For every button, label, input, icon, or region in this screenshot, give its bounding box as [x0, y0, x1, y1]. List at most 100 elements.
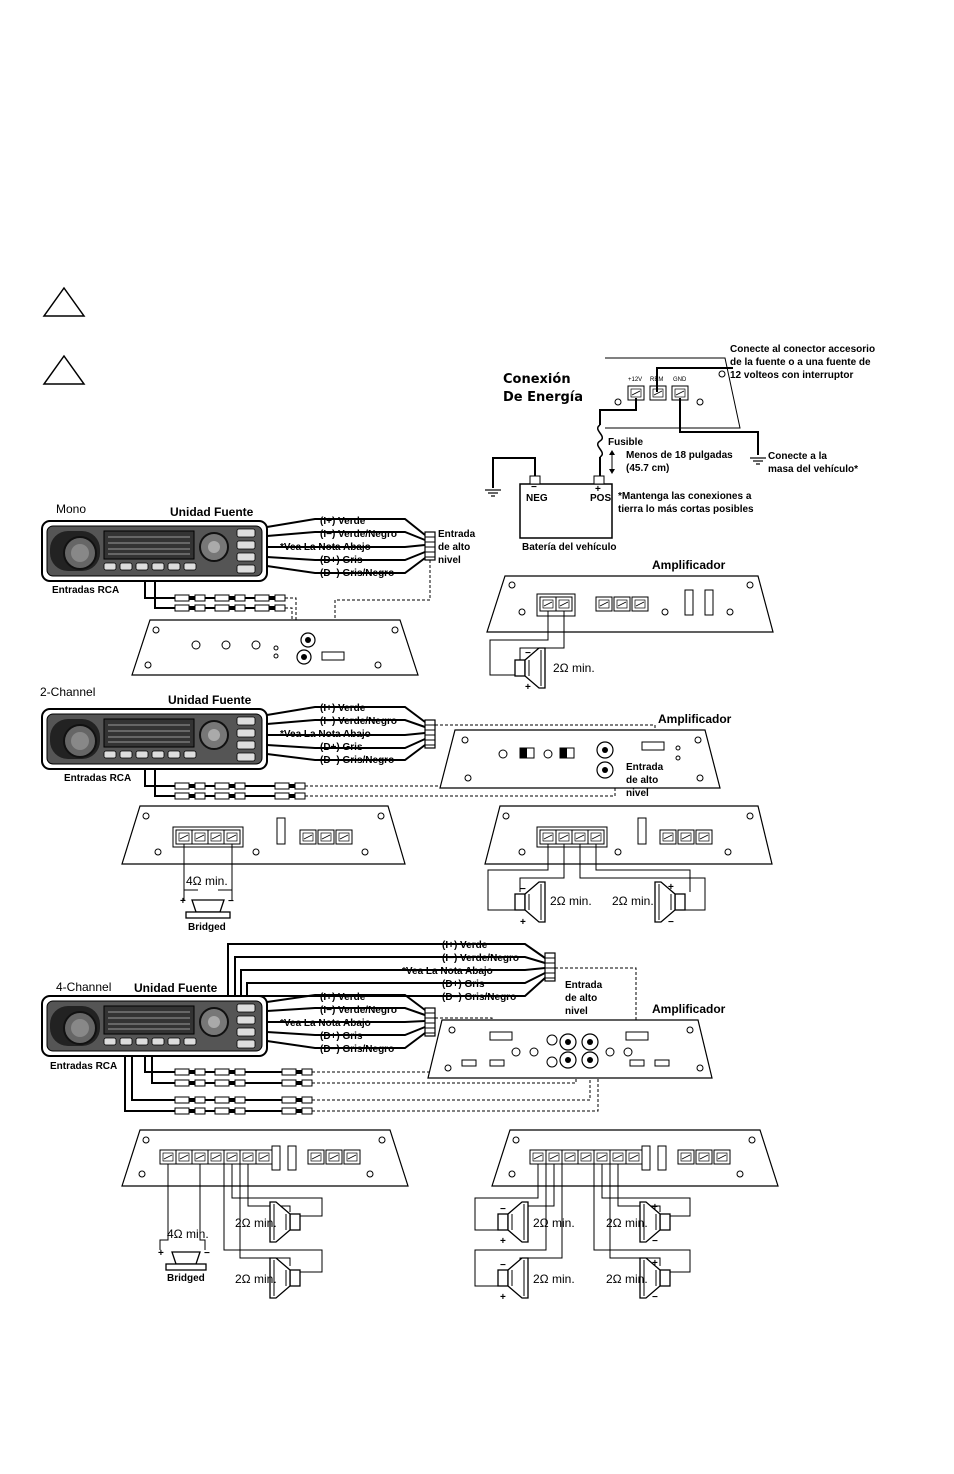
wire-d-plus: (D+) Gris: [442, 979, 485, 990]
speaker-plus: +: [668, 882, 674, 893]
battery-minus-sign: −: [531, 482, 537, 493]
battery-plus-sign: +: [595, 484, 601, 495]
wire-d-minus: (D−) Gris/Negro: [320, 755, 394, 766]
speaker-plus: +: [500, 1292, 506, 1303]
rem-note-line1: Conecte al conector accesorio: [730, 344, 875, 355]
high-level-input-line1: Entrada: [438, 529, 476, 540]
amplifier-label: Amplificador: [652, 1002, 726, 1016]
impedance-label: 2Ω min.: [235, 1272, 277, 1286]
ground-note-line1: *Mantenga las conexiones a: [618, 491, 752, 502]
ground-note-line2: tierra lo más cortas posibles: [618, 504, 754, 515]
speaker-plus: +: [500, 1236, 506, 1247]
rca-label: Entradas RCA: [50, 1061, 117, 1072]
head-unit-image: [41, 520, 268, 582]
high-level-input-line2: de alto: [626, 775, 658, 786]
terminal-gnd-label: GND: [673, 377, 687, 383]
head-unit-image: [41, 708, 268, 770]
battery-pos-label: POS: [590, 493, 611, 504]
power-title-line1: Conexión: [503, 372, 571, 387]
wire-l-plus: (I+) Verde: [320, 703, 366, 714]
bridged-speaker-icon: [185, 899, 231, 919]
impedance-label: 2Ω min.: [612, 894, 654, 908]
fuse-label: Fusible: [608, 437, 643, 448]
wire-d-minus: (D−) Gris/Negro: [320, 1044, 394, 1055]
speaker-minus: −: [228, 896, 234, 907]
speaker-plus: +: [525, 682, 531, 693]
head-unit-label: Unidad Fuente: [168, 693, 252, 707]
high-level-input-line3: nivel: [626, 788, 649, 799]
two-channel-section: 2-Channel Unidad Fuente Entradas RCA (I+…: [40, 685, 773, 933]
speaker-plus: +: [652, 1202, 658, 1213]
gnd-note-line2: masa del vehículo*: [768, 464, 858, 475]
speaker-plus: +: [158, 1248, 164, 1259]
wire-l-plus: (I+) Verde: [442, 940, 488, 951]
speaker-plus: +: [520, 917, 526, 928]
mono-amplifier: Amplificador − + 2Ω min.: [486, 558, 774, 693]
wire-l-plus: (I+) Verde: [320, 992, 366, 1003]
wire-d-minus: (D−) Gris/Negro: [320, 568, 394, 579]
wire-d-plus: (D+) Gris: [320, 1031, 363, 1042]
impedance-label: 2Ω min.: [235, 1216, 277, 1230]
bridged-label: Bridged: [167, 1273, 205, 1284]
high-level-input-line2: de alto: [565, 993, 597, 1004]
fuse-distance-line1: Menos de 18 pulgadas: [626, 450, 733, 461]
warning-triangle-icon: [42, 286, 86, 317]
wire-l-minus: (I−) Verde/Negro: [320, 529, 397, 540]
power-connection-diagram: Conexión De Energía +12V REM GND Conecte…: [484, 344, 875, 553]
fuse-distance-line2: (45.7 cm): [626, 463, 669, 474]
speaker-minus: −: [652, 1236, 658, 1247]
gnd-note-line1: Conecte a la: [768, 451, 827, 462]
wire-d-plus: (D+) Gris: [320, 742, 363, 753]
wire-note: *Vea La Nota Abajo: [280, 729, 371, 740]
speaker-minus: −: [204, 1248, 210, 1259]
speaker-minus: −: [668, 917, 674, 928]
wire-l-minus: (I−) Verde/Negro: [320, 1005, 397, 1016]
speaker-plus: +: [180, 896, 186, 907]
speaker-minus: −: [525, 648, 531, 659]
speaker-minus: −: [500, 1204, 506, 1215]
impedance-label: 4Ω min.: [167, 1227, 209, 1241]
impedance-label: 2Ω min.: [533, 1216, 575, 1230]
battery-neg-label: NEG: [526, 493, 548, 504]
section-title-2ch: 2-Channel: [40, 685, 95, 699]
high-level-input-line3: nivel: [565, 1006, 588, 1017]
wire-note: *Vea La Nota Abajo: [280, 1018, 371, 1029]
warning-triangle-icon: [42, 354, 86, 385]
wire-d-plus: (D+) Gris: [320, 555, 363, 566]
wire-l-minus: (I−) Verde/Negro: [442, 953, 519, 964]
high-level-input-line1: Entrada: [626, 762, 664, 773]
rca-label: Entradas RCA: [64, 773, 131, 784]
high-level-input-line1: Entrada: [565, 980, 603, 991]
speaker-minus: −: [520, 884, 526, 895]
high-level-input-line3: nivel: [438, 555, 461, 566]
terminal-12v-label: +12V: [628, 377, 642, 383]
bridged-label: Bridged: [188, 922, 226, 933]
bridged-speaker-icon: [165, 1251, 207, 1271]
rem-note-line3: 12 volteos con interruptor: [730, 370, 853, 381]
high-level-input-line2: de alto: [438, 542, 470, 553]
wire-l-plus: (I+) Verde: [320, 516, 366, 527]
rca-label: Entradas RCA: [52, 585, 119, 596]
impedance-label: 2Ω min.: [550, 894, 592, 908]
battery-label: Batería del vehículo: [522, 542, 616, 553]
impedance-label: 2Ω min.: [606, 1272, 648, 1286]
impedance-label: 2Ω min.: [553, 661, 595, 675]
mono-section: Mono Unidad Fuente Entradas RCA (I+) Ver…: [41, 502, 476, 676]
head-unit-image: [41, 995, 268, 1057]
four-channel-section: (I+) Verde (I−) Verde/Negro *Vea La Nota…: [41, 940, 779, 1303]
head-unit-label: Unidad Fuente: [134, 981, 218, 995]
wire-note: *Vea La Nota Abajo: [280, 542, 371, 553]
section-title-4ch: 4-Channel: [56, 980, 111, 994]
power-title-line2: De Energía: [503, 390, 583, 405]
speaker-minus: −: [652, 1292, 658, 1303]
wire-labels: (I+) Verde (I−) Verde/Negro *Vea La Nota…: [280, 516, 397, 579]
impedance-label: 2Ω min.: [606, 1216, 648, 1230]
rem-note-line2: de la fuente o a una fuente de: [730, 357, 871, 368]
wire-l-minus: (I−) Verde/Negro: [320, 716, 397, 727]
speaker-minus: −: [500, 1260, 506, 1271]
section-title-mono: Mono: [56, 502, 86, 516]
impedance-label: 2Ω min.: [533, 1272, 575, 1286]
head-unit-label: Unidad Fuente: [170, 505, 254, 519]
